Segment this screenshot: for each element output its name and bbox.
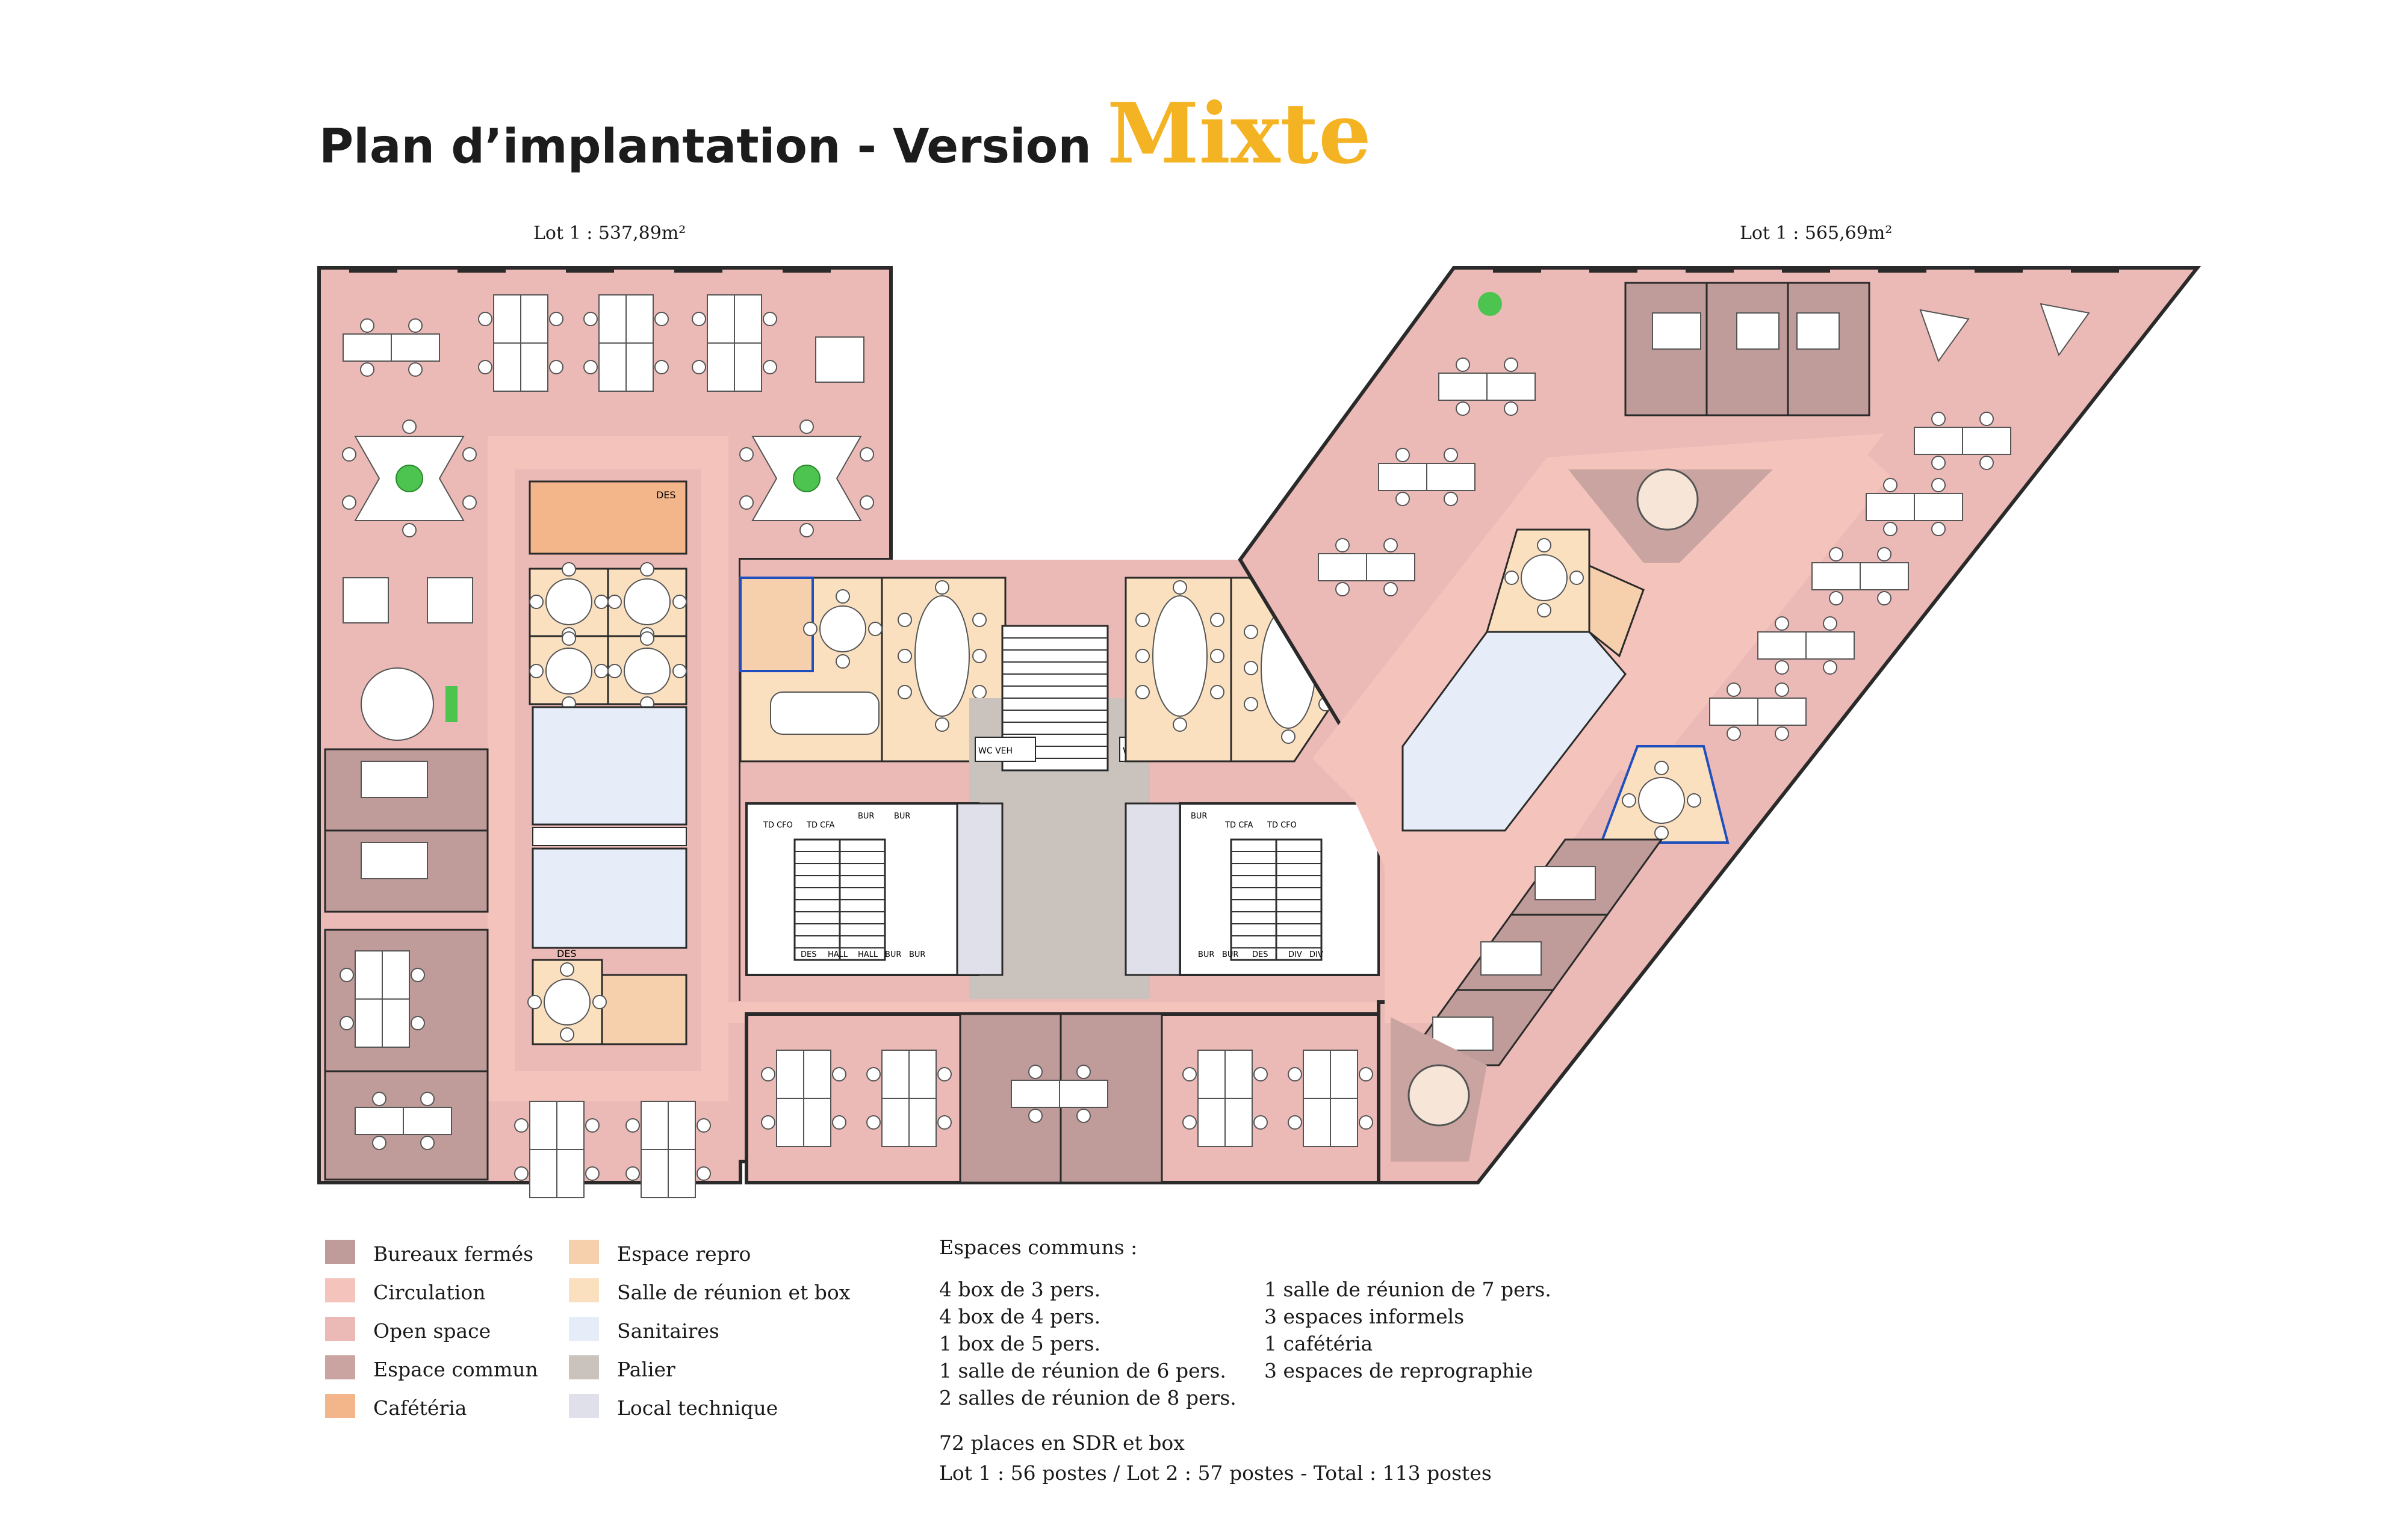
common-item: 1 cafétéria	[1264, 1332, 1373, 1355]
common-summary-1: 72 places en SDR et box	[939, 1431, 1185, 1455]
room-label-des-1: DES	[656, 489, 676, 501]
legend-swatch	[569, 1278, 599, 1302]
title-highlight: Mixte	[1106, 84, 1371, 182]
legend-swatch	[325, 1394, 355, 1418]
label-td-cfo-2: TD CFO	[1267, 821, 1297, 830]
label-td-cfa-2: TD CFA	[1224, 821, 1253, 830]
right-wing	[1238, 266, 2202, 1184]
common-item: 1 salle de réunion de 7 pers.	[1264, 1278, 1551, 1301]
legend-swatch	[569, 1355, 599, 1379]
common-item: 1 box de 5 pers.	[939, 1332, 1101, 1355]
bottom-strip	[745, 1012, 1380, 1184]
label-div-2: DIV	[1309, 950, 1323, 959]
label-td-cfa-1: TD CFA	[806, 821, 834, 830]
legend-swatch	[569, 1394, 599, 1418]
central-block: WC VEH WC VEH TD CFO TD CFA BUR BUR DES …	[739, 560, 1403, 1002]
common-summary-2: Lot 1 : 56 postes / Lot 2 : 57 postes - …	[939, 1461, 1492, 1485]
room-label-des-2: DES	[557, 948, 577, 959]
lot-label-left: Lot 1 : 537,89m²	[533, 223, 686, 244]
common-item: 1 salle de réunion de 6 pers.	[939, 1359, 1226, 1382]
label-des-3: DES	[801, 950, 816, 959]
common-item: 2 salles de réunion de 8 pers.	[939, 1386, 1237, 1409]
legend-swatch	[325, 1355, 355, 1379]
legend-swatch	[325, 1240, 355, 1264]
common-item: 4 box de 4 pers.	[939, 1305, 1101, 1328]
label-bur-4: BUR	[909, 950, 925, 959]
label-hall-2: HALL	[858, 950, 878, 959]
label-bur-6: BUR	[1198, 950, 1214, 959]
label-div-1: DIV	[1288, 950, 1302, 959]
title-prefix: Plan d’implantation - Version	[319, 120, 1091, 174]
label-bur-3: BUR	[885, 950, 901, 959]
legend-swatch	[325, 1278, 355, 1302]
common-item: 4 box de 3 pers.	[939, 1278, 1101, 1301]
room-label-wc-1: WC VEH	[978, 746, 1013, 756]
label-hall-1: HALL	[828, 950, 848, 959]
legend-swatch	[569, 1240, 599, 1264]
label-bur-5: BUR	[1191, 812, 1207, 821]
common-list-left: 4 box de 3 pers. 4 box de 4 pers. 1 box …	[939, 1276, 1237, 1411]
label-td-cfo-1: TD CFO	[763, 821, 793, 830]
left-wing: DES DES	[317, 266, 1380, 1198]
legend-swatch	[325, 1317, 355, 1341]
common-list-right: 1 salle de réunion de 7 pers. 3 espaces …	[1264, 1276, 1551, 1384]
label-des-4: DES	[1252, 950, 1268, 959]
label-bur-1: BUR	[858, 812, 874, 821]
label-bur-2: BUR	[894, 812, 910, 821]
lot-label-right: Lot 1 : 565,69m²	[1740, 223, 1893, 244]
page-title: Plan d’implantation - Version Mixte	[319, 84, 1371, 182]
common-item: 3 espaces informels	[1264, 1305, 1465, 1328]
common-heading: Espaces communs :	[939, 1236, 1138, 1259]
legend-swatch	[569, 1317, 599, 1341]
label-bur-7: BUR	[1222, 950, 1238, 959]
common-item: 3 espaces de reprographie	[1264, 1359, 1533, 1382]
